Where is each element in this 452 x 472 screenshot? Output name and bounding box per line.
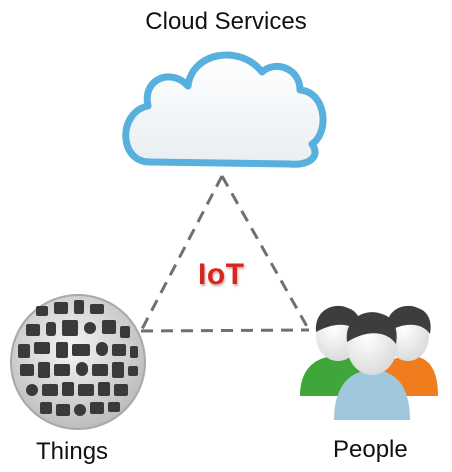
cloud-services-label: Cloud Services — [145, 8, 307, 35]
person-front — [334, 312, 410, 420]
connector-cloud-things — [139, 175, 224, 332]
things-label: Things — [36, 438, 109, 465]
connectors — [139, 175, 311, 333]
cloud-icon — [122, 51, 327, 168]
devices-collage-icon — [10, 294, 146, 430]
people-label: People — [333, 436, 408, 463]
iot-center-label: IoT — [198, 258, 245, 291]
connector-things-people — [140, 328, 310, 333]
people-group-icon — [300, 305, 438, 420]
connector-cloud-people — [220, 175, 311, 331]
